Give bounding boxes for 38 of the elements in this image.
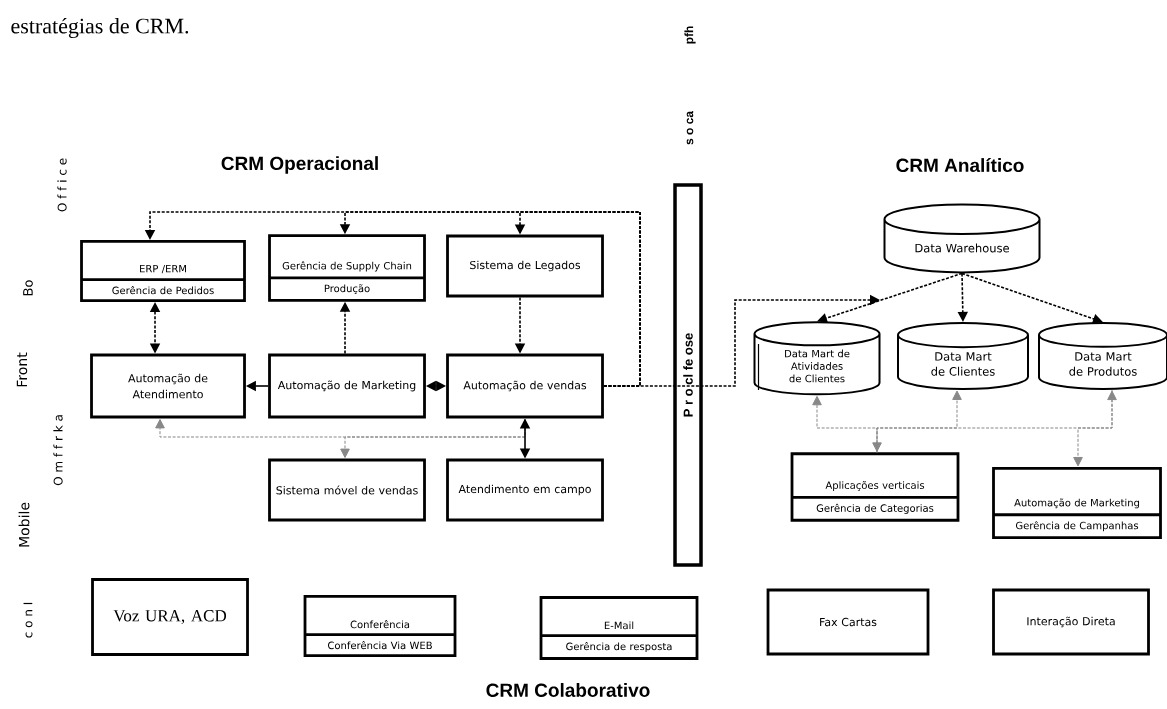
arrow <box>812 395 882 452</box>
split-box: E-Mail Gerência de resposta <box>539 596 699 660</box>
page-text: estratégias de CRM. <box>11 17 189 39</box>
arrow <box>817 272 963 324</box>
split-box: Aplicações verticais Gerência de Categorias <box>790 452 960 522</box>
process-box: Sistema de Legados <box>446 234 604 298</box>
process-box: Voz URA, ACD <box>91 578 249 656</box>
database-cylinder: Data Warehouse <box>883 203 1041 274</box>
vertical-text: pfh <box>684 26 696 44</box>
process-box: Sistema móvel de vendas <box>268 458 426 522</box>
process-box: Automação de vendas <box>446 353 604 419</box>
vertical-bar: P r o cl fe ose <box>673 183 703 567</box>
split-box: ERP /ERM Gerência de Pedidos <box>80 240 246 302</box>
arrow <box>1073 389 1113 467</box>
section-heading: CRM Operacional <box>221 156 378 174</box>
database-cylinder: Data Mart de Clientes <box>897 321 1029 390</box>
vertical-text: Mobile <box>18 502 30 547</box>
arrow <box>961 272 1103 324</box>
arrow <box>876 390 1117 453</box>
database-cylinder: Data Mart de Produtos <box>1038 322 1167 391</box>
arrow <box>340 417 526 458</box>
process-box: Automação de Marketing <box>268 353 426 419</box>
vertical-text: Front <box>16 352 28 387</box>
split-box: Conferência Conferência Via WEB <box>303 595 457 657</box>
database-cylinder: Data Mart de Atividades de Clientes <box>753 321 881 396</box>
section-heading: CRM Colaborativo <box>486 683 650 697</box>
split-box: Automação de Marketing Gerência de Campanhas <box>992 466 1162 539</box>
vertical-text: c o n I <box>23 602 33 638</box>
process-box: Automação de Atendimento <box>90 353 246 419</box>
split-box: Gerência de Supply Chain Produção <box>268 234 426 302</box>
vertical-text: O m f f r k a <box>53 415 63 486</box>
vertical-text: Bo <box>23 280 33 296</box>
vertical-text: s o ca <box>686 110 694 145</box>
process-box: Atendimento em campo <box>446 458 604 522</box>
section-heading: CRM Analítico <box>896 157 1024 173</box>
vertical-text: O f f i c e <box>57 158 67 212</box>
process-box: Interação Direta <box>992 588 1150 656</box>
process-box: Fax Cartas <box>766 588 930 656</box>
